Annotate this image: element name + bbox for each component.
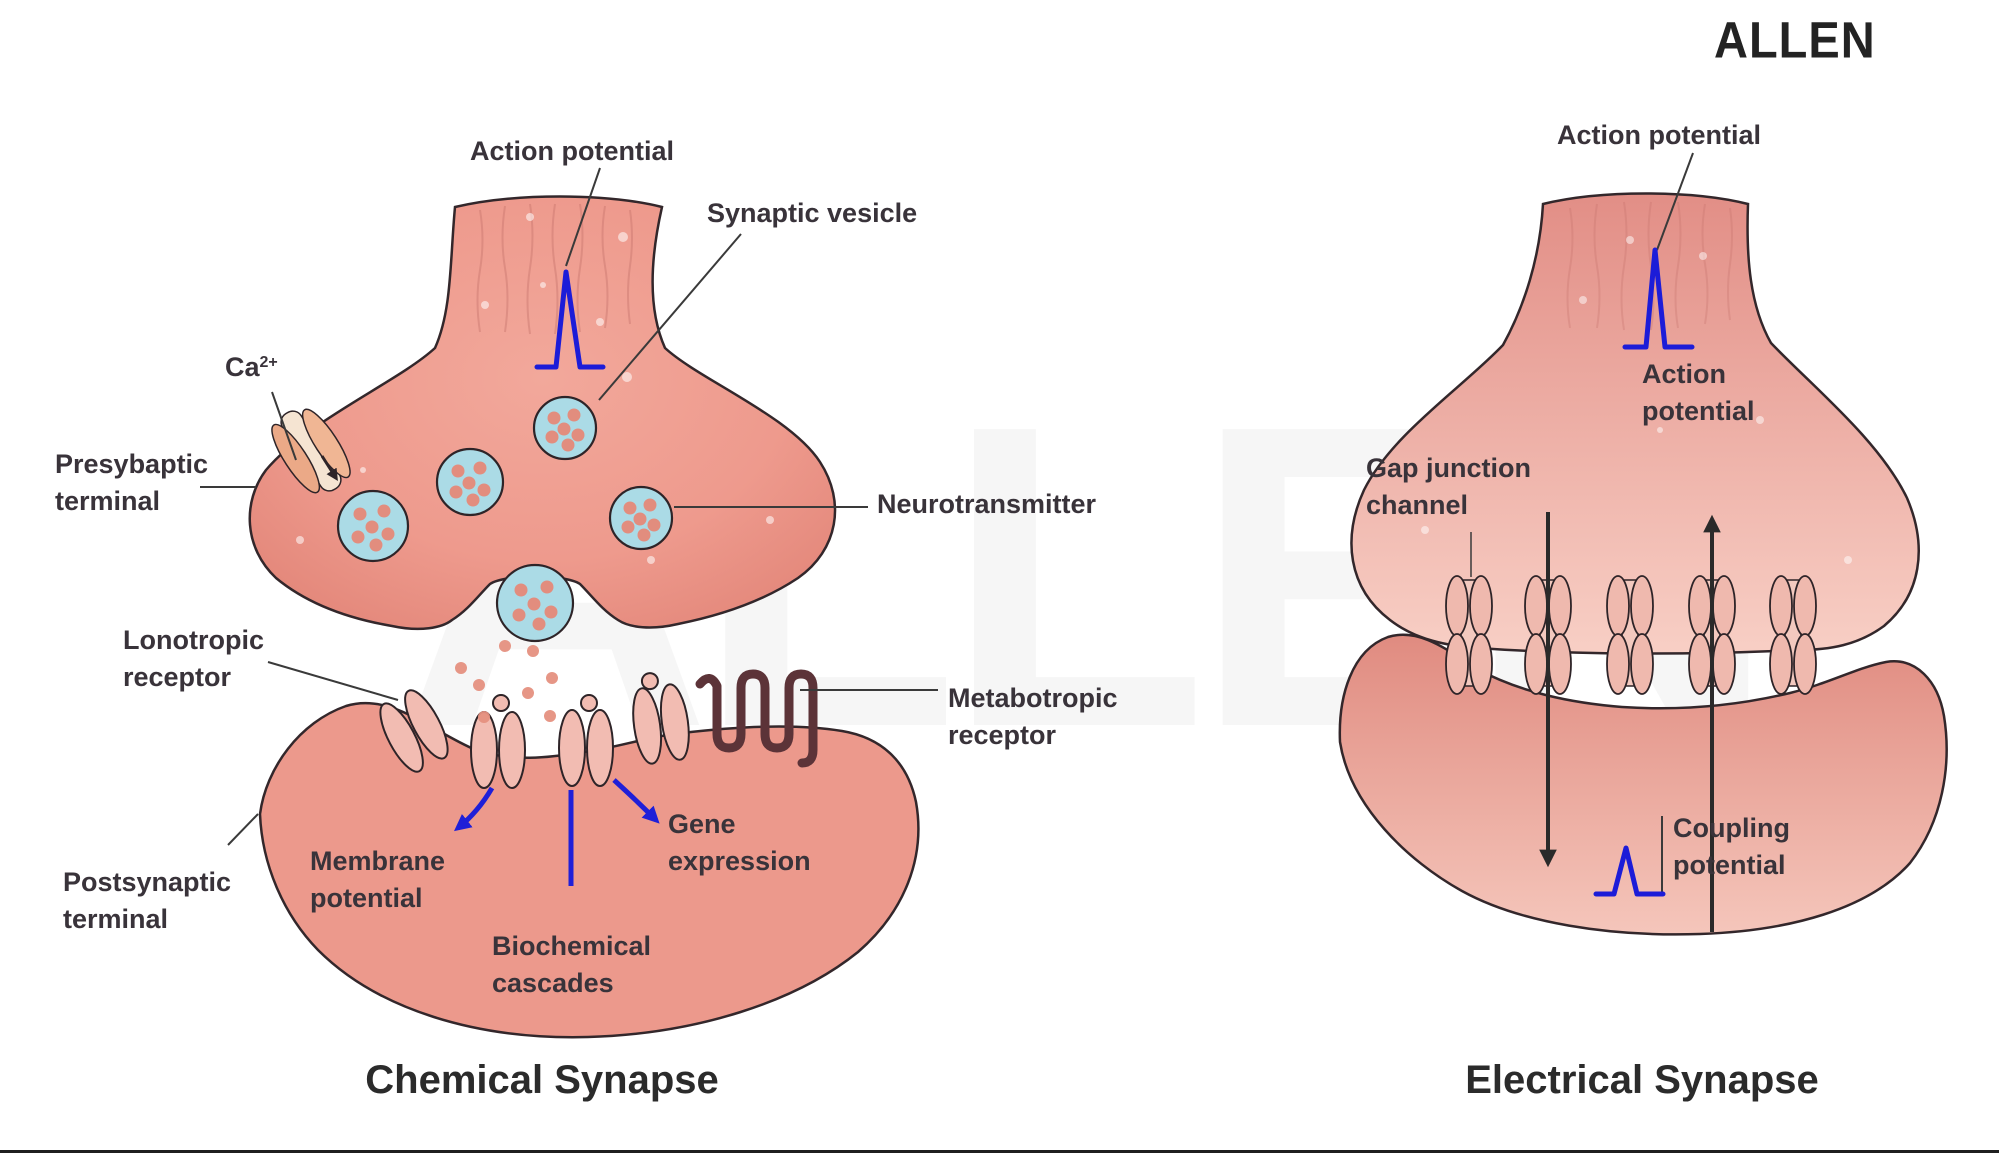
fusing-synaptic-vesicle: [495, 563, 575, 643]
allen-logo: ALLEN: [1714, 10, 1876, 69]
chemical-synapse-title: Chemical Synapse: [365, 1058, 719, 1102]
synaptic-vesicle: [532, 395, 598, 461]
action-potential-inner-label: Action potential: [1642, 359, 1755, 426]
coupling-potential-label: Coupling potential: [1673, 813, 1790, 880]
calcium-symbol: Ca: [225, 352, 260, 382]
electrical-synapse-title: Electrical Synapse: [1465, 1058, 1819, 1102]
terminal-specks-left: [296, 213, 774, 564]
synaptic-vesicles: [336, 395, 674, 643]
bottom-divider-line: [0, 1150, 1999, 1153]
leader-postsynaptic: [227, 813, 259, 846]
synaptic-vesicle: [336, 489, 410, 563]
calcium-influx-arrow: [320, 455, 338, 482]
coupling-potential-spike: [1593, 845, 1666, 897]
leader-action-potential-left: [565, 167, 601, 267]
calcium-charge: 2+: [259, 354, 278, 371]
metabotropic-receptor-label: Metabotropic receptor: [948, 683, 1118, 750]
ionotropic-receptor: [632, 672, 690, 765]
action-potential-spike-right: [1622, 247, 1695, 350]
gap-junction-channel: [1769, 575, 1817, 695]
synaptic-vesicle-label: Synaptic vesicle: [707, 198, 918, 228]
action-potential-spike-left: [534, 269, 606, 370]
axon-streaks-right: [1566, 201, 1733, 331]
neurotransmitter-label: Neurotransmitter: [877, 489, 1097, 519]
membrane-potential-arrow: [454, 786, 495, 832]
leader-calcium: [271, 391, 297, 461]
leader-ionotropic: [267, 661, 399, 701]
metabotropic-receptor-shape: [695, 669, 818, 768]
ionotropic-receptor: [379, 689, 449, 773]
action-potential-label-left: Action potential: [470, 136, 674, 166]
leader-synaptic-vesicle: [598, 233, 742, 401]
ionotropic-receptor: [470, 694, 526, 789]
synaptic-vesicle: [435, 447, 505, 517]
leader-action-potential-right: [1656, 152, 1694, 251]
membrane-potential-label: Membrane potential: [310, 846, 446, 913]
ionotropic-receptor: [558, 694, 614, 787]
synaptic-vesicle: [608, 485, 674, 551]
calcium-label: Ca2+: [225, 349, 278, 386]
postsynaptic-terminal-label: Postsynaptic terminal: [63, 867, 232, 934]
gene-expression-arrow: [612, 778, 660, 824]
terminal-specks-right: [1421, 236, 1852, 564]
gap-junction-channel: [1445, 575, 1493, 695]
presynaptic-terminal-label: Presybaptic terminal: [55, 449, 209, 516]
ionotropic-receptor-label: Lonotropic receptor: [123, 625, 264, 692]
gap-junction-channel: [1606, 575, 1654, 695]
axon-streaks-left: [476, 203, 633, 335]
gene-expression-label: Gene expression: [668, 809, 811, 876]
biochemical-cascades-label: Biochemical cascades: [492, 931, 652, 998]
leader-lines: [200, 152, 1694, 893]
neurotransmitter-dots: [455, 640, 558, 723]
gap-junction-channel-label: Gap junction channel: [1366, 453, 1531, 520]
action-potential-label-right: Action potential: [1557, 120, 1761, 150]
